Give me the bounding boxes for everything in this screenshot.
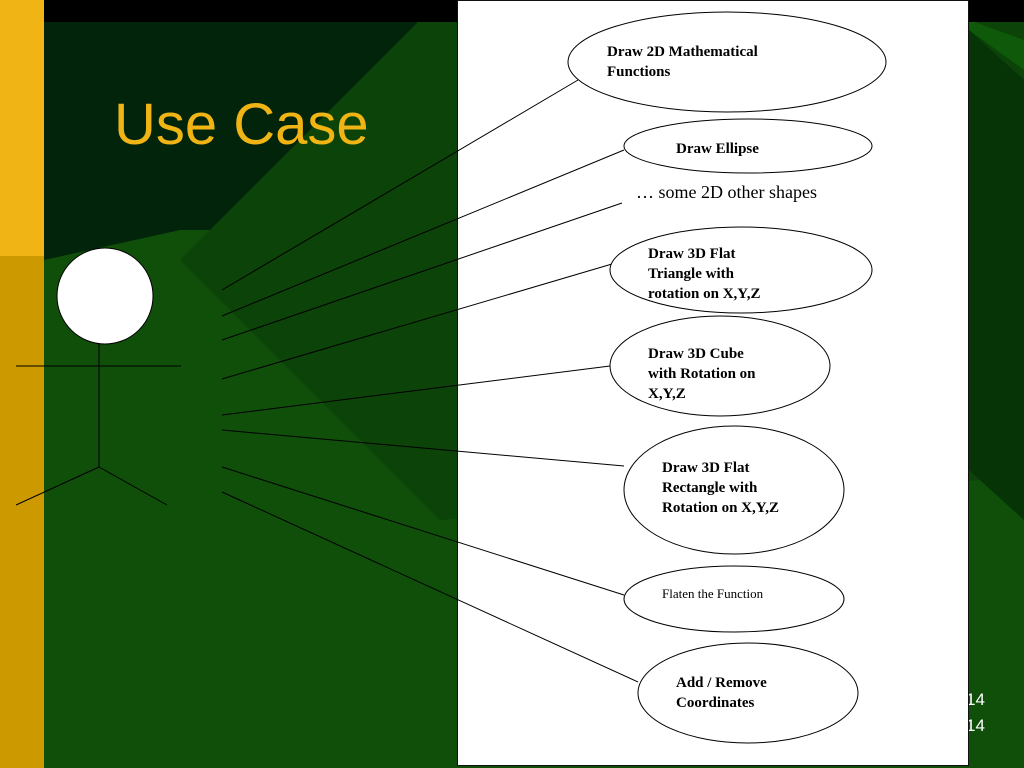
use-case-draw-ellipse: Draw Ellipse <box>676 141 759 157</box>
page-number-top: 14 <box>966 690 985 709</box>
use-case-ellipse <box>567 11 887 113</box>
actor-head <box>56 247 154 345</box>
use-case-draw-2d-functions: Draw 2D Mathematical Functions <box>607 44 758 80</box>
gold-sidebar-top <box>0 0 44 256</box>
use-case-ellipse <box>609 226 873 314</box>
association-line <box>221 202 623 341</box>
actor-right-leg <box>98 466 168 506</box>
use-case-ellipse <box>637 642 859 744</box>
gold-sidebar-bottom <box>0 256 44 768</box>
dark-band-edge <box>44 230 180 260</box>
actor-figure <box>15 247 181 506</box>
use-case-ellipse <box>609 315 831 417</box>
use-case-draw-3d-triangle: Draw 3D Flat Triangle with rotation on X… <box>648 246 761 302</box>
association-line <box>221 263 613 380</box>
use-case-ellipse <box>623 565 845 633</box>
use-case-ellipse <box>623 425 845 555</box>
page-number-bottom: 14 <box>966 716 985 735</box>
use-case-flaten-function: Flaten the Function <box>662 586 764 601</box>
actor-left-leg <box>15 466 100 506</box>
slide-title: Use Case <box>114 92 369 157</box>
use-case-ellipses <box>567 11 887 744</box>
note-other-shapes: … some 2D other shapes <box>636 182 817 202</box>
association-line <box>221 149 625 317</box>
use-case-ellipse <box>623 118 873 174</box>
association-line <box>221 429 625 467</box>
use-case-add-remove-coordinates: Add / Remove Coordinates <box>676 675 767 711</box>
use-case-draw-3d-rectangle: Draw 3D Flat Rectangle with Rotation on … <box>662 460 779 516</box>
use-case-draw-3d-cube: Draw 3D Cube with Rotation on X,Y,Z <box>648 346 756 402</box>
association-lines <box>221 79 639 683</box>
association-line <box>221 365 611 416</box>
association-line <box>221 491 639 683</box>
association-line <box>221 466 625 596</box>
diamond-shadow-right <box>969 30 1024 520</box>
diamond-highlight <box>969 20 1024 70</box>
association-line <box>221 79 579 291</box>
